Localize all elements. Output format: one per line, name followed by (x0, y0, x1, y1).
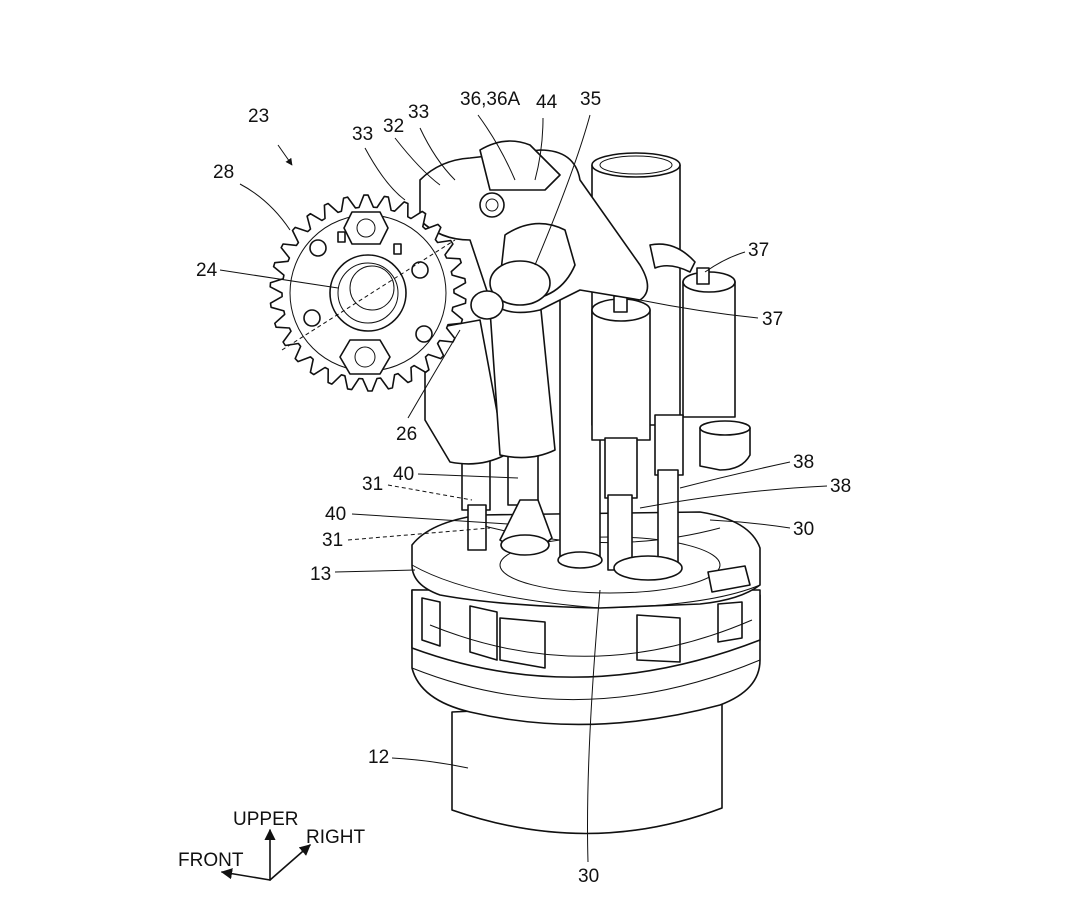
reference-numerals: 23 28 24 33 32 33 36,36A 44 35 37 37 26 … (196, 89, 851, 887)
label-44: 44 (536, 92, 558, 113)
label-31-upper: 31 (362, 474, 383, 495)
label-12: 12 (368, 747, 389, 768)
label-38-lower: 38 (830, 476, 851, 497)
leader-lines (219, 114, 828, 863)
cylinder-head-base (411, 589, 761, 726)
label-33-right: 33 (408, 102, 429, 123)
label-40-lower: 40 (325, 504, 346, 525)
label-35: 35 (580, 89, 601, 110)
label-36-36a: 36,36A (460, 89, 521, 110)
label-30-bottom: 30 (578, 866, 599, 887)
label-31-lower: 31 (322, 530, 343, 551)
label-30-right: 30 (793, 519, 814, 540)
direction-front: FRONT (178, 850, 244, 871)
label-37-lower: 37 (762, 309, 783, 330)
label-26: 26 (396, 424, 417, 445)
direction-right: RIGHT (306, 827, 366, 848)
cylinder-barrel (451, 699, 723, 835)
label-13: 13 (310, 564, 331, 585)
label-32: 32 (383, 116, 404, 137)
label-37-upper: 37 (748, 240, 769, 261)
direction-upper: UPPER (233, 809, 298, 830)
cam-sprocket (269, 194, 467, 392)
rocker-arm-assembly (419, 140, 696, 320)
right-valve-assembly (591, 267, 751, 581)
direction-labels: UPPER RIGHT FRONT (178, 809, 366, 871)
label-24: 24 (196, 260, 218, 281)
label-33-left: 33 (352, 124, 373, 145)
label-38-upper: 38 (793, 452, 814, 473)
label-23: 23 (248, 106, 269, 127)
direction-indicator (220, 828, 311, 881)
label-28: 28 (213, 162, 234, 183)
label-40-upper: 40 (393, 464, 414, 485)
